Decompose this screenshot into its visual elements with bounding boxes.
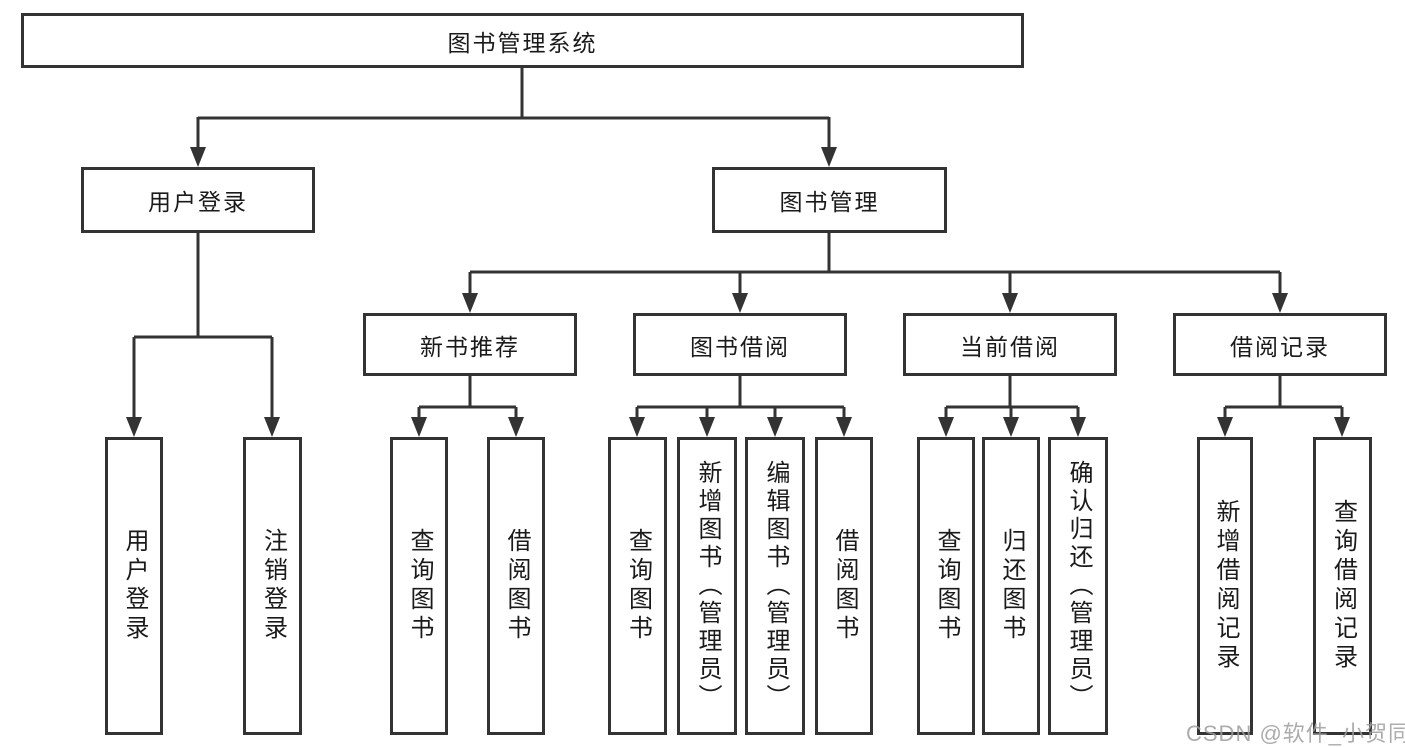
csdn-watermark: CSDN @软件_小贺同学 bbox=[1186, 721, 1405, 746]
leaf-return-books: 归还图书 bbox=[982, 437, 1040, 735]
leaf-add-books-admin: 新增图书（管理员） bbox=[677, 437, 737, 735]
leaf-edit-books-admin: 编辑图书（管理员） bbox=[745, 437, 805, 735]
leaf-confirm-return-admin: 确认归还（管理员） bbox=[1048, 437, 1108, 735]
node-current-borrow: 当前借阅 bbox=[903, 313, 1117, 376]
leaf-query-borrow-record: 查询借阅记录 bbox=[1313, 437, 1372, 735]
node-user-login: 用户登录 bbox=[81, 167, 315, 233]
leaf-query-books: 查询图书 bbox=[917, 437, 975, 735]
node-book-borrow: 图书借阅 bbox=[633, 313, 847, 376]
leaf-add-borrow-record: 新增借阅记录 bbox=[1197, 437, 1253, 735]
leaf-query-books: 查询图书 bbox=[608, 437, 667, 735]
leaf-borrow-books: 借阅图书 bbox=[815, 437, 873, 735]
node-new-book-recommend: 新书推荐 bbox=[363, 313, 577, 376]
node-borrow-records: 借阅记录 bbox=[1173, 313, 1387, 376]
leaf-user-login: 用户登录 bbox=[105, 437, 163, 735]
leaf-borrow-books: 借阅图书 bbox=[487, 437, 545, 735]
leaf-logout: 注销登录 bbox=[243, 437, 302, 735]
leaf-query-books: 查询图书 bbox=[390, 437, 448, 735]
node-library-management-system: 图书管理系统 bbox=[21, 13, 1024, 68]
node-book-management: 图书管理 bbox=[712, 167, 947, 233]
